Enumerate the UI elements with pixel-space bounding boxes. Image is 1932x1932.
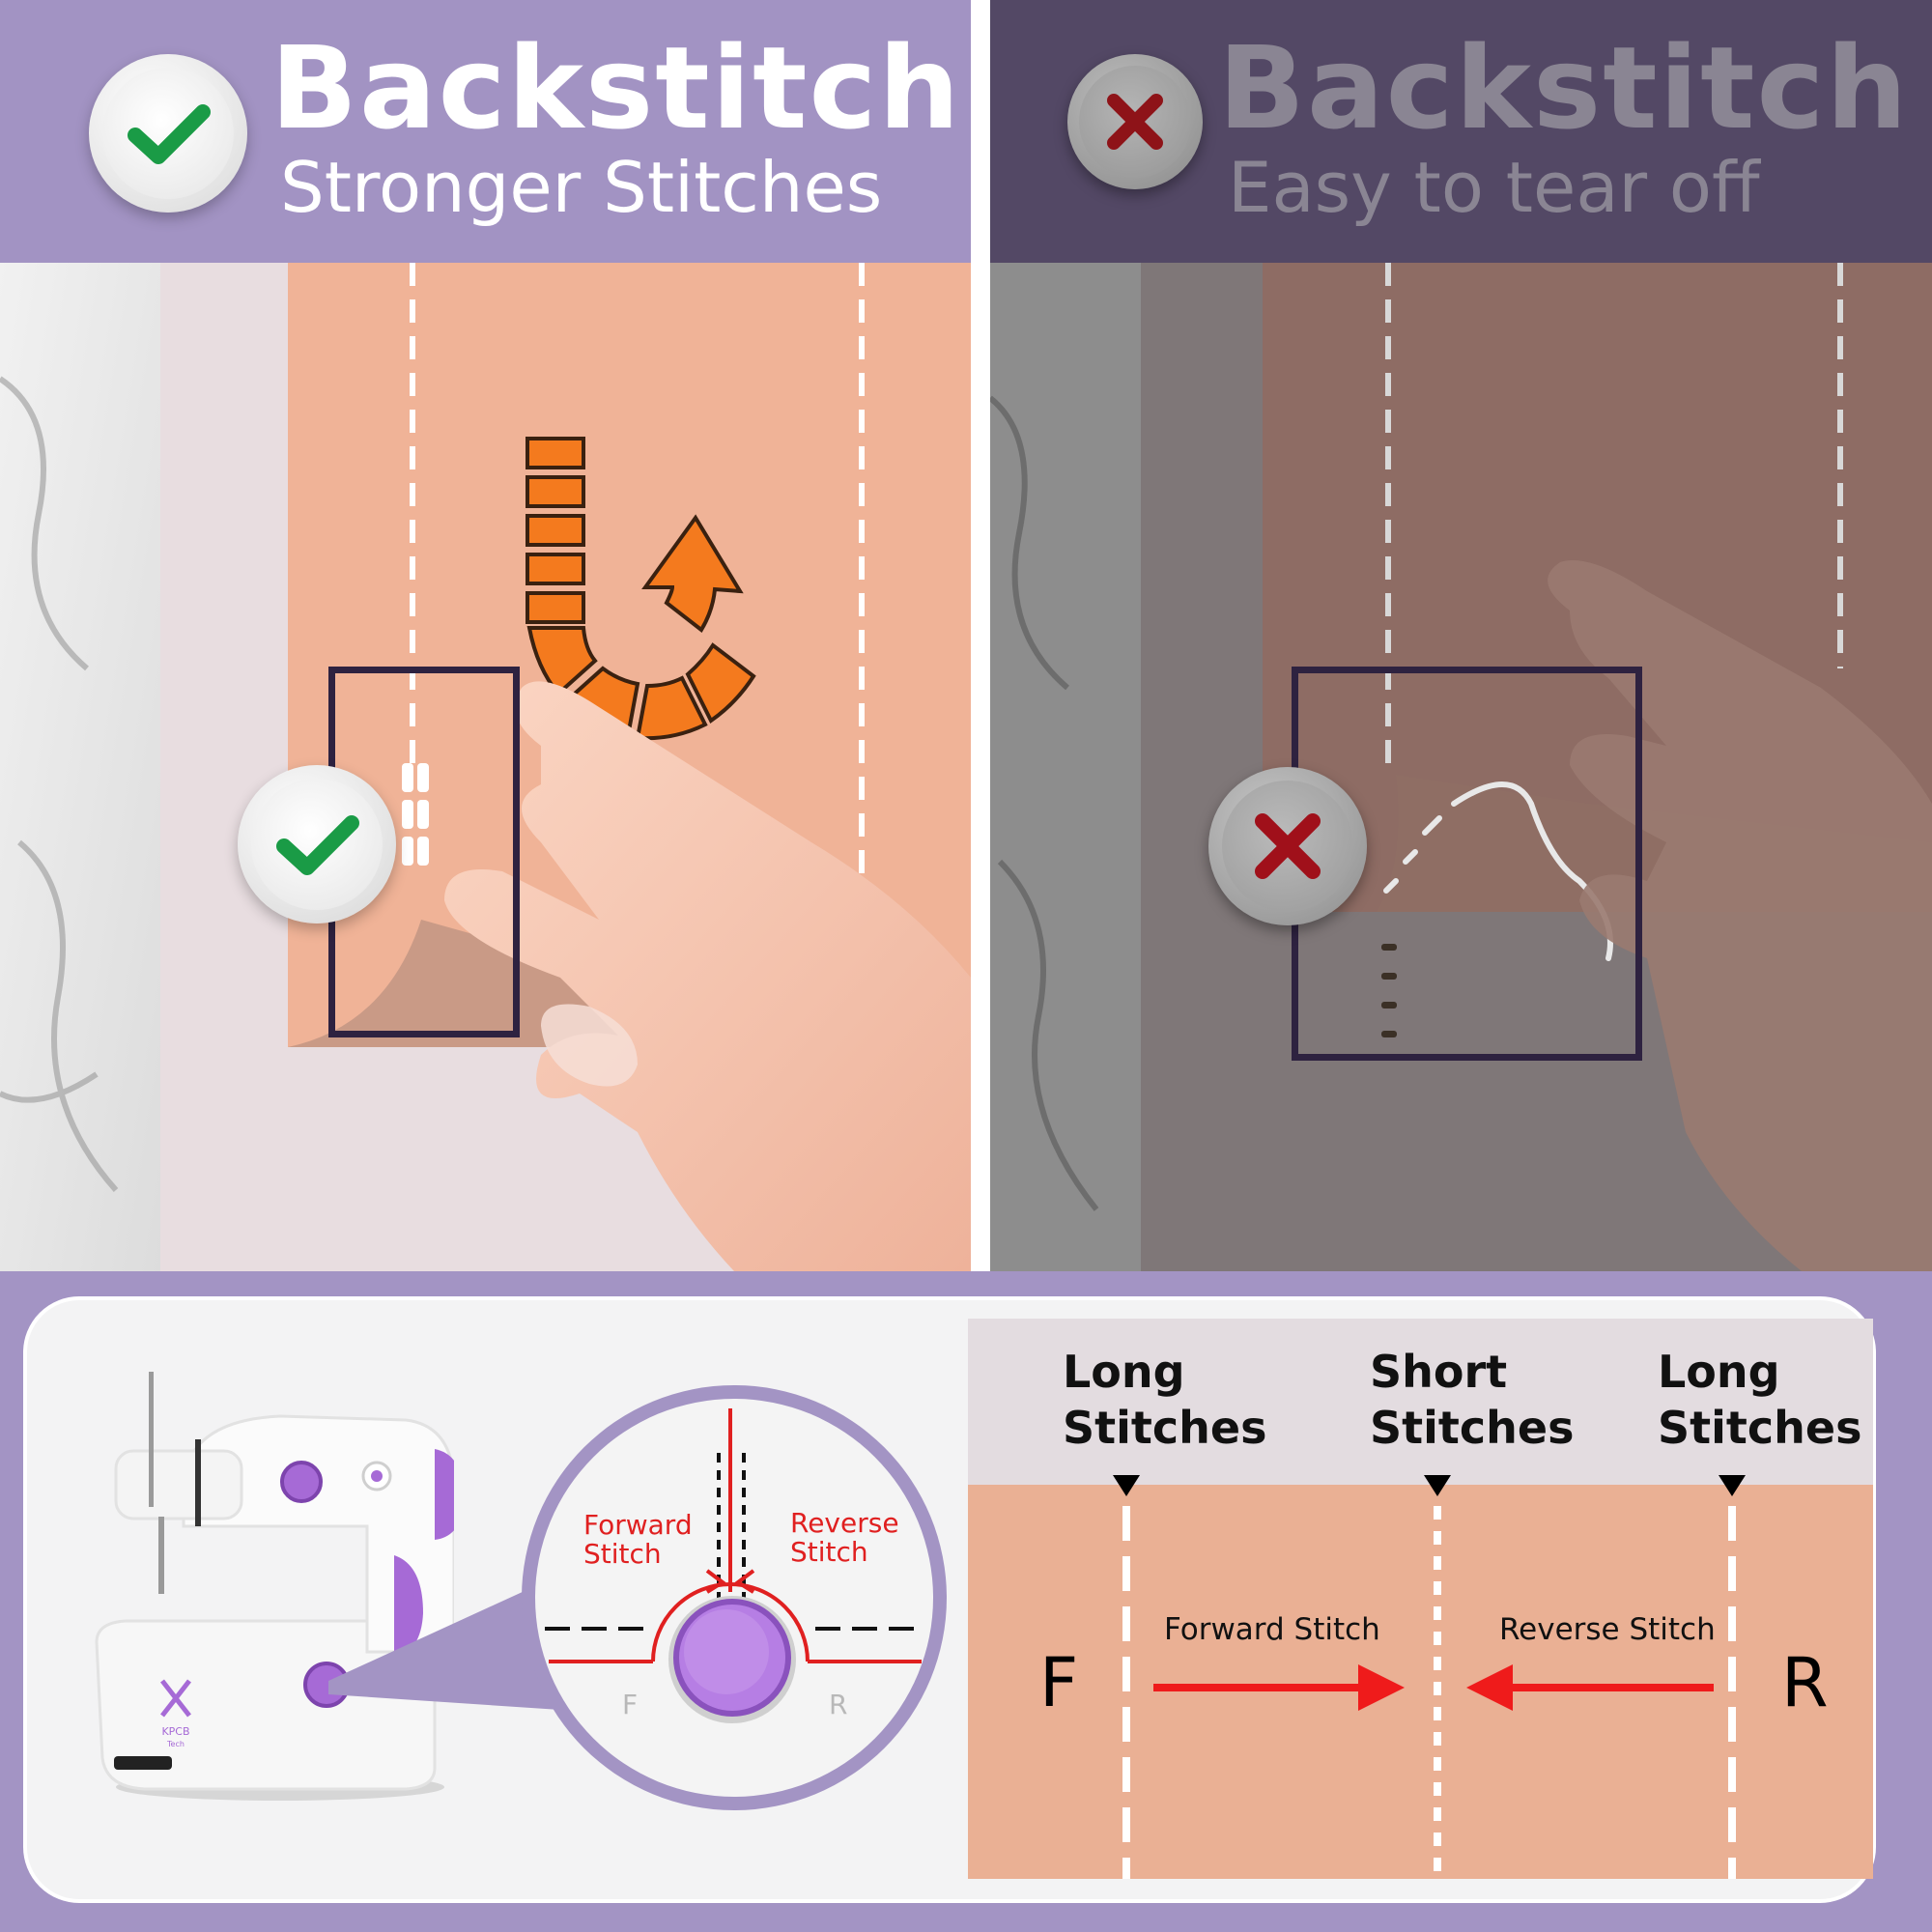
panel-divider [971, 0, 990, 1271]
knob-diagram [545, 1408, 922, 1723]
check-icon [276, 815, 359, 875]
knob-zoom-circle: Forward Stitch Reverse Stitch F R [522, 1385, 947, 1810]
sewing-machine-illustration: KPCB Tech [95, 1372, 454, 1801]
brand-logo-text: KPCB [161, 1725, 189, 1738]
forward-stitch-label: Forward Stitch [1164, 1612, 1380, 1647]
cross-badge [1067, 54, 1203, 189]
pointer-icon [1113, 1475, 1140, 1496]
knob-forward-label: Forward Stitch [583, 1509, 693, 1570]
bad-example-scene [990, 263, 1932, 1271]
reverse-letter: R [1781, 1643, 1829, 1722]
forward-letter: F [1039, 1643, 1079, 1722]
pointer-icon [1719, 1475, 1746, 1496]
reverse-stitch-label: Reverse Stitch [1499, 1612, 1716, 1647]
bad-example-illustration [990, 263, 1932, 1271]
good-example-title: Backstitch [270, 21, 962, 155]
pointer-icon [1424, 1475, 1451, 1496]
cross-icon [1107, 94, 1163, 150]
column-label-long-right: Long Stitches [1658, 1346, 1862, 1454]
dial-reverse-letter: R [829, 1689, 848, 1720]
stitch-diagram-graphics [1113, 1475, 1746, 1879]
bad-example-panel: Backstitch Easy to tear off [990, 0, 1932, 1271]
knob-reverse-label: Reverse Stitch [790, 1507, 899, 1568]
good-example-header: Backstitch Stronger Stitches [0, 0, 971, 263]
column-label-long-left: Long Stitches [1063, 1346, 1267, 1454]
good-example-scene [0, 263, 971, 1271]
check-icon [128, 104, 211, 164]
good-example-subtitle: Stronger Stitches [280, 147, 883, 228]
cross-icon [1255, 813, 1321, 879]
brand-logo: KPCB Tech [160, 1679, 191, 1748]
check-badge-small [238, 765, 396, 923]
brand-logo-sub: Tech [166, 1740, 185, 1748]
dial-forward-letter: F [622, 1689, 639, 1720]
bad-example-header: Backstitch Easy to tear off [990, 0, 1932, 263]
stitch-diagram: Long Stitches Short Stitches Long Stitch… [968, 1319, 1873, 1879]
bad-example-subtitle: Easy to tear off [1228, 147, 1760, 228]
cross-badge-small [1208, 767, 1367, 925]
good-example-panel: Backstitch Stronger Stitches [0, 0, 971, 1271]
zoom-connector [328, 1575, 560, 1710]
column-label-short: Short Stitches [1370, 1346, 1575, 1454]
stitch-diagram-fabric [968, 1485, 1873, 1879]
stitch-diagram-header [968, 1319, 1873, 1485]
check-badge [89, 54, 247, 213]
bad-example-title: Backstitch [1218, 21, 1910, 155]
